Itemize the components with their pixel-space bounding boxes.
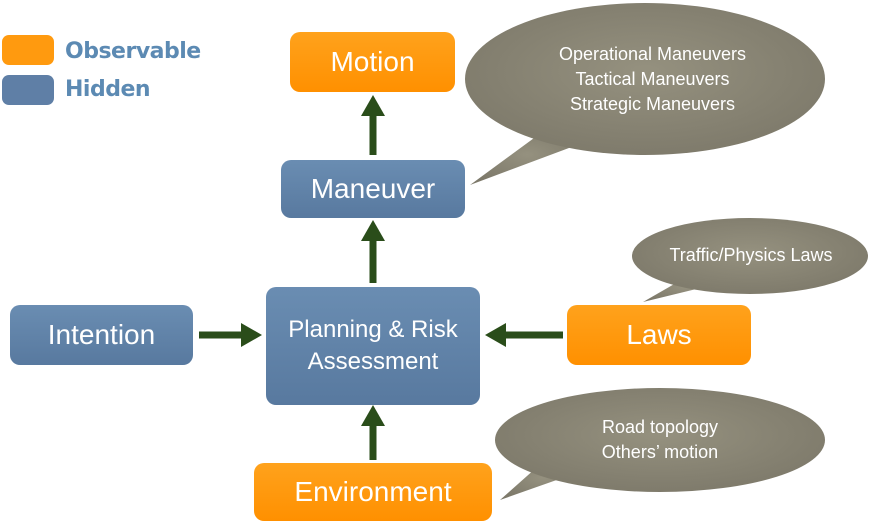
bubble-line-traffic-physics: Traffic/Physics Laws	[669, 245, 833, 265]
legend-label-hidden: Hidden	[65, 77, 151, 102]
node-maneuver-label: Maneuver	[310, 173, 436, 204]
speech-bubble-maneuvers	[465, 3, 825, 185]
bubble-text-laws: Traffic/Physics Laws	[636, 243, 866, 268]
node-laws: Laws	[567, 305, 751, 365]
arrowhead-planning-bottom	[361, 405, 385, 426]
node-environment-label: Environment	[294, 476, 452, 507]
bubble-text-maneuvers: Operational Maneuvers Tactical Maneuvers…	[500, 42, 805, 117]
arrowhead-planning-right	[485, 323, 506, 347]
node-intention-label: Intention	[47, 319, 156, 350]
speech-bubble-laws	[632, 218, 868, 302]
bubble-line-tactical: Tactical Maneuvers	[575, 69, 730, 89]
node-laws-label: Laws	[626, 319, 692, 350]
node-motion-label: Motion	[330, 46, 415, 77]
legend-swatch-hidden	[2, 75, 54, 105]
arrowhead-motion	[361, 95, 385, 116]
bubble-line-operational: Operational Maneuvers	[558, 44, 747, 64]
speech-bubble-environment	[495, 388, 825, 500]
node-planning-label-line1: Planning & Risk	[288, 316, 458, 343]
bubble-line-strategic: Strategic Maneuvers	[569, 94, 736, 114]
bubble-line-others-motion: Others’ motion	[601, 442, 719, 462]
bubble-line-road-topology: Road topology	[601, 417, 719, 437]
node-environment: Environment	[254, 463, 492, 521]
node-intention: Intention	[10, 305, 193, 365]
legend-label-observable: Observable	[65, 39, 201, 64]
legend-swatch-observable	[2, 35, 54, 65]
node-motion: Motion	[290, 32, 455, 92]
node-planning-label-line2: Assessment	[307, 348, 439, 375]
node-maneuver: Maneuver	[281, 160, 465, 218]
arrowhead-planning-left	[241, 323, 262, 347]
arrowhead-maneuver	[361, 220, 385, 241]
bubble-text-environment: Road topology Others’ motion	[550, 415, 770, 465]
node-planning-risk-assessment: Planning & Risk Assessment	[266, 287, 480, 405]
